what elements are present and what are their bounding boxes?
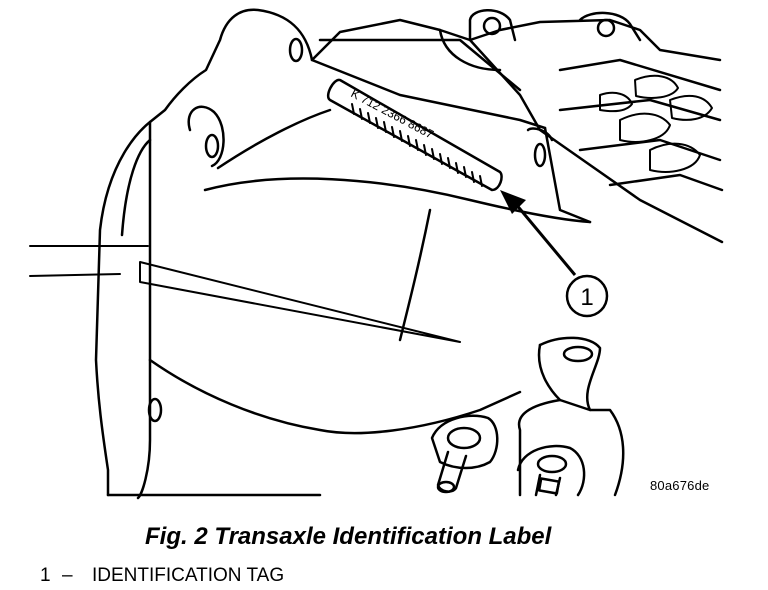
case-fins [599,74,713,173]
image-code: 80a676de [650,478,710,493]
barcode-marks [351,103,483,187]
bolt-holes [147,37,554,423]
left-stud [430,414,499,494]
callout-1-number: 1 [580,284,593,311]
figure-caption: Fig. 2 Transaxle Identification Label [145,523,552,550]
callout-1: 1 [500,190,609,318]
top-boss [438,9,642,72]
identification-label-plate [326,78,503,192]
legend-item-number: 1 [40,565,51,586]
left-shaft [29,245,149,277]
legend-item-text: IDENTIFICATION TAG [92,565,285,586]
legend-item: 1–IDENTIFICATION TAG [40,565,284,587]
callout-1-circle [565,274,609,318]
right-stud [516,444,586,497]
transaxle-case [94,8,724,500]
mount-bracket [517,336,625,497]
legend-item-separator: – [62,565,73,586]
transaxle-illustration: K 712 2366 8687 1 [29,8,724,500]
wedge-rib [139,261,461,343]
